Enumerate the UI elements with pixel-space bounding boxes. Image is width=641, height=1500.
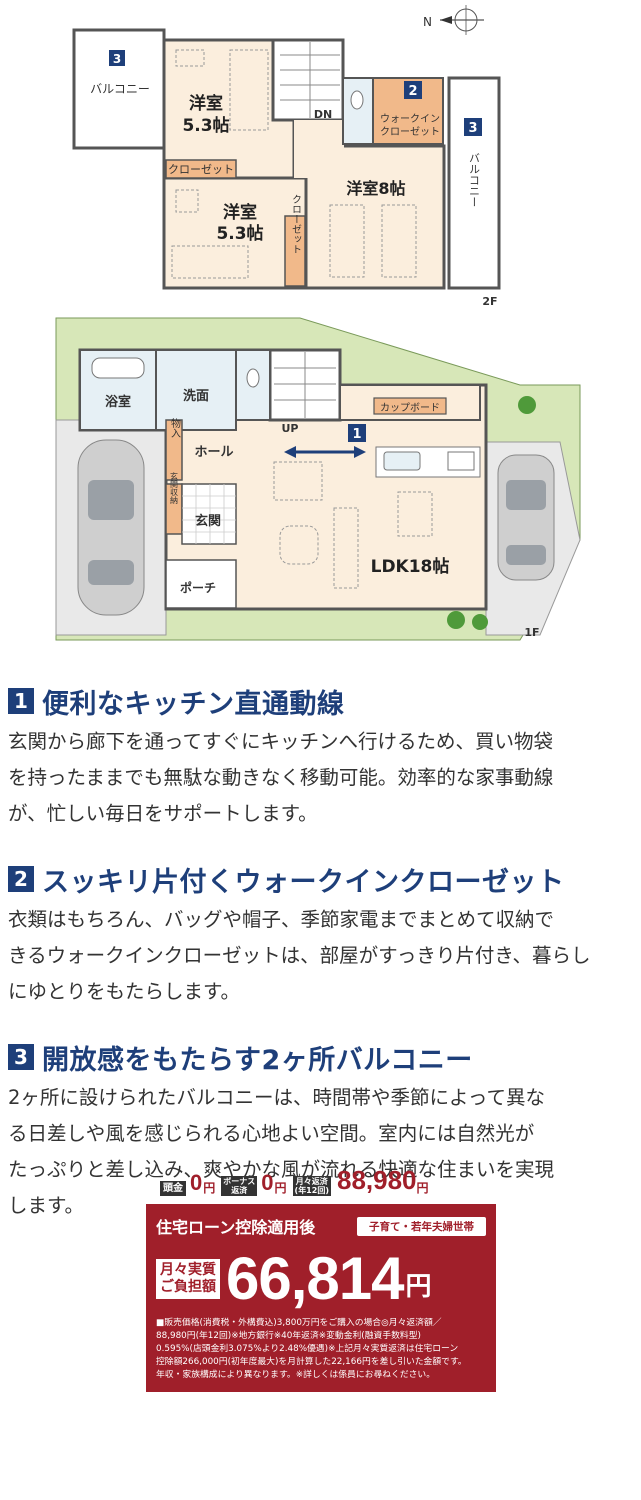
down-payment-value: 0 bbox=[190, 1170, 203, 1195]
entrance-label: 玄関 bbox=[195, 513, 221, 529]
price-notes: ■販売価格(消費税・外構費込)3,800万円をご購入の場合◎月々返済額／ 88,… bbox=[156, 1318, 467, 1380]
route-badge bbox=[348, 424, 366, 442]
balcony-left-badge bbox=[109, 50, 125, 66]
room-a-size: 5.3帖 bbox=[182, 115, 229, 136]
closet-a-label: クローゼット bbox=[168, 163, 234, 176]
svg-text:3: 3 bbox=[468, 121, 477, 136]
svg-text:3: 3 bbox=[113, 52, 121, 66]
balcony-left-label: バルコニー bbox=[90, 82, 150, 96]
car-icon bbox=[77, 439, 145, 616]
storage-label: 物入 bbox=[169, 417, 181, 438]
car-icon bbox=[497, 454, 555, 581]
floor2-label: 2F bbox=[482, 295, 497, 308]
closet-b-label: クローゼット bbox=[290, 194, 302, 254]
floor1-label: 1F bbox=[524, 626, 539, 639]
svg-text:2: 2 bbox=[408, 84, 417, 99]
feature-body: 衣類はもちろん、バッグや帽子、季節家電までまとめて収納で きるウォークインクロー… bbox=[8, 908, 591, 1003]
feature-heading: 開放感をもたらす2ヶ所バルコニー bbox=[42, 1044, 473, 1076]
floor-plan: N 3 バルコニー DN bbox=[55, 5, 581, 641]
tree-icon bbox=[518, 396, 536, 414]
bonus-value: 0 bbox=[261, 1170, 274, 1195]
stairs-dn-label: DN bbox=[314, 108, 332, 121]
actual-burden-value: 66,814 bbox=[226, 1245, 405, 1312]
ldk-label: LDK18帖 bbox=[371, 556, 450, 577]
actual-burden-label: 月々実質 ご負担額 bbox=[156, 1258, 220, 1299]
room-c-name: 洋室8帖 bbox=[346, 179, 405, 198]
svg-text:1: 1 bbox=[352, 427, 361, 442]
feature-number-badge: 1 bbox=[8, 688, 34, 714]
balcony-right-badge bbox=[464, 118, 482, 136]
cupboard-label: カップボード bbox=[380, 402, 440, 414]
feature-title-row: 2 スッキリ片付くウォークインクローゼット bbox=[8, 862, 641, 898]
wic-badge bbox=[404, 81, 422, 99]
floor2-plan: 3 バルコニー DN 2 ウォークイン クローゼット bbox=[72, 28, 501, 308]
feature-body: 2ヶ所に設けられたバルコニーは、時間帯や季節によって異な る日差しや風を感じられ… bbox=[8, 1086, 555, 1217]
tree-icon bbox=[447, 611, 465, 629]
after-deduction-title: 住宅ローン控除適用後 bbox=[156, 1218, 316, 1237]
feature-heading: 便利なキッチン直通動線 bbox=[42, 688, 345, 720]
hall-label: ホール bbox=[194, 445, 233, 460]
wic-label-1: ウォークイン bbox=[380, 113, 440, 125]
price-panel: 頭金 0 円 ボーナス 返済 0 円 月々返済 (年12回) 88,980 円 … bbox=[146, 1162, 496, 1392]
feature-title-row: 1 便利なキッチン直通動線 bbox=[8, 684, 641, 720]
feature-number-badge: 3 bbox=[8, 1044, 34, 1070]
feature-number-badge: 2 bbox=[8, 866, 34, 892]
bonus-tag: ボーナス 返済 bbox=[221, 1176, 258, 1196]
compass-label: N bbox=[423, 15, 432, 29]
bath-label: 浴室 bbox=[105, 394, 131, 410]
stairs-up-label: UP bbox=[282, 422, 299, 435]
feature-kitchen-route: 1 便利なキッチン直通動線 玄関から廊下を通ってすぐにキッチンへ行けるため、買い… bbox=[0, 684, 641, 832]
monthly-value: 88,980 bbox=[336, 1165, 417, 1195]
room-b-size: 5.3帖 bbox=[216, 223, 263, 244]
shoe-storage-label: 玄関収納 bbox=[170, 471, 179, 505]
down-payment-tag: 頭金 bbox=[160, 1181, 186, 1196]
compass-icon: N bbox=[423, 5, 484, 35]
feature-walk-in-closet: 2 スッキリ片付くウォークインクローゼット 衣類はもちろん、バッグや帽子、季節家… bbox=[0, 862, 641, 1010]
floor1-plan: 浴室 洗面 UP 物入 ホール 玄関収納 bbox=[55, 317, 581, 641]
tree-icon bbox=[472, 614, 488, 630]
room-a-name: 洋室 bbox=[189, 93, 223, 114]
room-b-name: 洋室 bbox=[223, 202, 257, 223]
monthly-tag: 月々返済 (年12回) bbox=[292, 1176, 331, 1196]
household-pill: 子育て・若年夫婦世帯 bbox=[357, 1216, 486, 1236]
feature-body: 玄関から廊下を通ってすぐにキッチンへ行けるため、買い物袋 を持ったままでも無駄な… bbox=[8, 730, 554, 825]
wash-label: 洗面 bbox=[183, 388, 209, 404]
route-arrow-icon bbox=[284, 446, 366, 458]
price-summary-row: 頭金 0 円 ボーナス 返済 0 円 月々返済 (年12回) 88,980 円 bbox=[146, 1162, 496, 1196]
after-deduction-box: 住宅ローン控除適用後 子育て・若年夫婦世帯 月々実質 ご負担額 66,814 円… bbox=[146, 1204, 496, 1392]
feature-two-balconies: 3 開放感をもたらす2ヶ所バルコニー 2ヶ所に設けられたバルコニーは、時間帯や季… bbox=[0, 1040, 641, 1224]
wic-label-2: クローゼット bbox=[380, 126, 440, 138]
porch-label: ポーチ bbox=[180, 580, 216, 595]
feature-title-row: 3 開放感をもたらす2ヶ所バルコニー bbox=[8, 1040, 641, 1076]
feature-heading: スッキリ片付くウォークインクローゼット bbox=[42, 866, 565, 898]
balcony-right-label: バルコニー bbox=[468, 153, 481, 208]
